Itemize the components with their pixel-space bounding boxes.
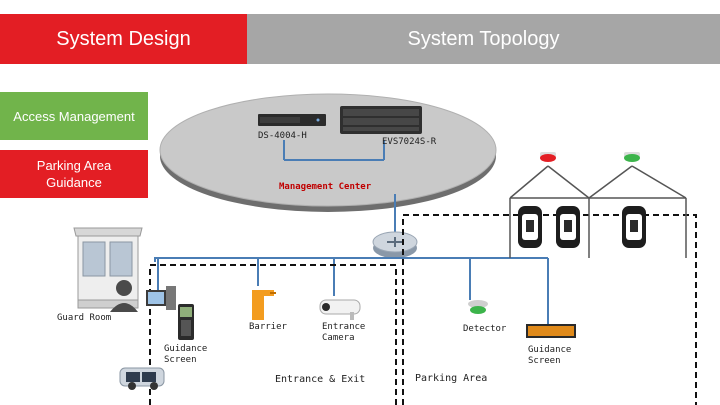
server-device-icon — [340, 106, 422, 134]
vehicle-icon — [119, 367, 165, 390]
system-topology-label: System Topology — [407, 27, 560, 50]
storage-label: DS-4004-H — [258, 131, 307, 141]
parking-guidance-button[interactable]: Parking Area Guidance — [0, 150, 148, 198]
parking-guidance-label: Parking Area Guidance — [36, 158, 112, 190]
guard-room-icon — [73, 227, 143, 309]
main-network-bus — [154, 257, 548, 262]
management-center-label: Management Center — [279, 182, 372, 192]
barrier-label: Barrier — [249, 322, 287, 332]
parked-car-1-icon — [518, 206, 542, 248]
barrier-gate-icon — [252, 290, 276, 320]
detector-label: Detector — [463, 324, 507, 334]
parking-bay-structure — [509, 165, 687, 258]
entrance-camera-label: Entrance Camera — [322, 322, 366, 343]
server-label: EVS7024S-R — [382, 137, 437, 147]
guidance-screen-right-label: Guidance Screen — [528, 345, 572, 366]
red-indicator-light-icon — [540, 152, 556, 162]
green-indicator-light-icon — [624, 152, 640, 162]
network-switch-icon — [372, 231, 418, 258]
guard-room-label: Guard Room — [57, 313, 112, 323]
system-design-label: System Design — [56, 27, 191, 50]
access-management-label: Access Management — [13, 108, 135, 124]
parking-area-zone — [402, 214, 697, 405]
guidance-screen-left-label: Guidance Screen — [164, 344, 208, 365]
entrance-camera-icon — [319, 299, 361, 320]
entrance-exit-zone — [149, 264, 397, 405]
access-management-button[interactable]: Access Management — [0, 92, 148, 140]
system-design-tab[interactable]: System Design — [0, 14, 247, 64]
detector-icon — [468, 300, 488, 314]
led-guidance-display-icon — [526, 324, 576, 338]
handheld-terminal-icon — [178, 304, 194, 340]
parked-car-2-icon — [556, 206, 580, 248]
system-topology-tab[interactable]: System Topology — [247, 14, 720, 64]
operator-person-icon — [110, 280, 138, 312]
guard-computer-icon — [146, 286, 176, 310]
storage-device-icon — [258, 114, 326, 126]
parking-area-label: Parking Area — [415, 373, 488, 384]
entrance-exit-label: Entrance & Exit — [275, 374, 366, 385]
parked-car-3-icon — [622, 206, 646, 248]
